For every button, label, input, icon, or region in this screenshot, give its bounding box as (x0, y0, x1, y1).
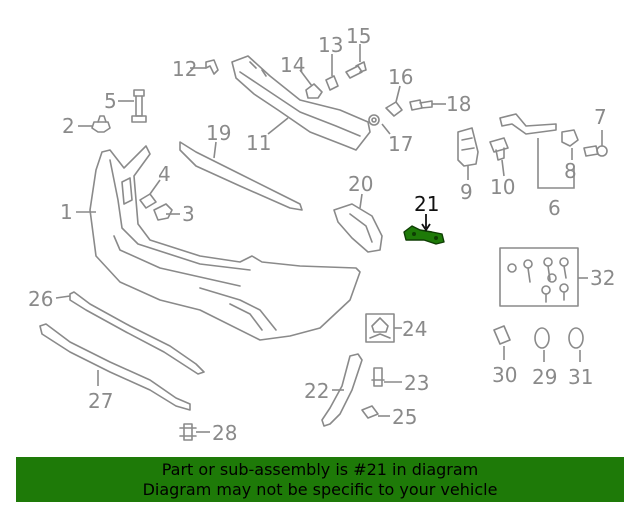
label-27[interactable]: 27 (88, 389, 113, 413)
part-2-clip[interactable] (91, 115, 111, 133)
part-12-clip[interactable] (205, 59, 219, 75)
part-30-pad[interactable] (493, 325, 511, 345)
info-banner: Part or sub-assembly is #21 in diagram D… (16, 457, 624, 502)
label-1[interactable]: 1 (60, 200, 73, 224)
part-8-clip[interactable] (561, 129, 579, 147)
label-31[interactable]: 31 (568, 365, 593, 389)
part-6-bracket-assembly[interactable] (499, 113, 557, 135)
part-21-bracket-highlighted[interactable] (403, 225, 445, 245)
part-24-bracket[interactable] (365, 313, 395, 343)
leader-10 (501, 159, 505, 177)
label-17[interactable]: 17 (388, 132, 413, 156)
part-27-skid-strip[interactable] (39, 323, 191, 411)
label-2[interactable]: 2 (62, 114, 75, 138)
part-5-bolt[interactable] (131, 89, 147, 123)
label-10[interactable]: 10 (490, 175, 515, 199)
leader-4 (149, 179, 161, 195)
part-19-trim-strip[interactable] (179, 141, 303, 211)
part-26-lower-trim[interactable] (69, 291, 205, 375)
label-22[interactable]: 22 (304, 379, 329, 403)
part-11-beam[interactable] (231, 55, 371, 151)
label-9[interactable]: 9 (460, 180, 473, 204)
label-13[interactable]: 13 (318, 33, 343, 57)
part-22-molding[interactable] (321, 353, 363, 427)
label-8[interactable]: 8 (564, 159, 577, 183)
part-16-bracket[interactable] (385, 101, 403, 117)
banner-line-1: Part or sub-assembly is #21 in diagram (161, 460, 479, 479)
label-7[interactable]: 7 (594, 105, 607, 129)
label-28[interactable]: 28 (212, 421, 237, 445)
label-4[interactable]: 4 (158, 162, 171, 186)
label-32[interactable]: 32 (590, 266, 615, 290)
part-7-screw[interactable] (583, 145, 608, 157)
leader-20 (359, 193, 363, 209)
part-14-bracket[interactable] (305, 83, 323, 99)
label-15[interactable]: 15 (346, 24, 371, 48)
leader-26 (55, 295, 71, 299)
part-31-grommet[interactable] (568, 327, 584, 349)
label-18[interactable]: 18 (446, 92, 471, 116)
part-18-bolt[interactable] (409, 99, 433, 111)
banner-line-2: Diagram may not be specific to your vehi… (142, 480, 498, 499)
label-24[interactable]: 24 (402, 317, 427, 341)
label-14[interactable]: 14 (280, 53, 305, 77)
leader-11 (267, 117, 289, 135)
part-4-bracket[interactable] (139, 193, 157, 209)
part-28-bolt[interactable] (179, 423, 197, 441)
label-20[interactable]: 20 (348, 172, 373, 196)
label-12[interactable]: 12 (172, 57, 197, 81)
part-1-bumper-cover[interactable] (89, 145, 361, 341)
label-16[interactable]: 16 (388, 65, 413, 89)
leader-19 (213, 141, 217, 159)
part-3-bracket[interactable] (153, 203, 173, 221)
leader-16 (395, 85, 401, 103)
label-21[interactable]: 21 (414, 192, 439, 216)
part-32-screw-kit[interactable] (499, 247, 579, 307)
part-29-grommet[interactable] (534, 327, 550, 349)
label-23[interactable]: 23 (404, 371, 429, 395)
leader-14 (299, 69, 313, 87)
label-3[interactable]: 3 (182, 202, 195, 226)
part-25-clip[interactable] (361, 405, 379, 419)
label-11[interactable]: 11 (246, 131, 271, 155)
part-23-bolt[interactable] (371, 367, 385, 387)
label-25[interactable]: 25 (392, 405, 417, 429)
label-29[interactable]: 29 (532, 365, 557, 389)
arrow-21-icon (421, 223, 431, 232)
leader-6 (537, 138, 575, 189)
part-9-bracket[interactable] (457, 127, 479, 167)
label-26[interactable]: 26 (28, 287, 53, 311)
part-10-bolt[interactable] (489, 137, 509, 161)
part-13-bracket[interactable] (325, 75, 339, 91)
part-20-reflector[interactable] (333, 203, 383, 253)
part-15-bolt[interactable] (345, 61, 367, 79)
label-6[interactable]: 6 (548, 196, 561, 220)
part-17-nut[interactable] (368, 114, 380, 126)
label-19[interactable]: 19 (206, 121, 231, 145)
label-30[interactable]: 30 (492, 363, 517, 387)
leader-17 (381, 123, 391, 135)
label-5[interactable]: 5 (104, 89, 117, 113)
